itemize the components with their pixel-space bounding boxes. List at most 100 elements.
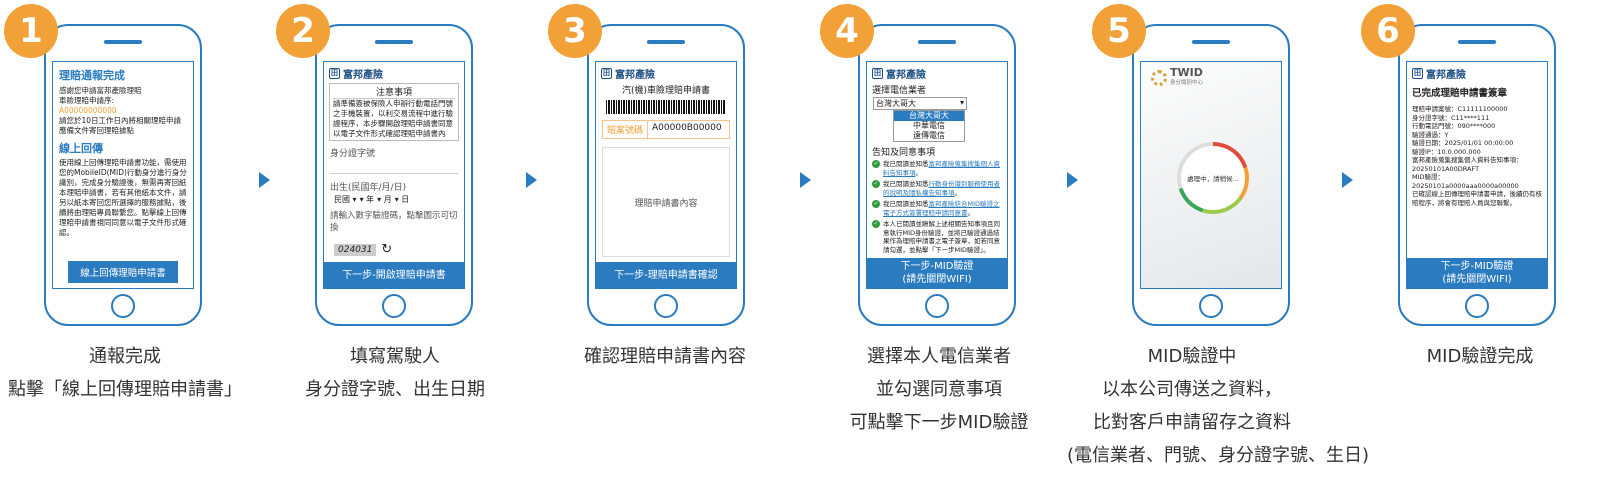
phone-screen: 理賠通報完成 感謝您申請富邦產險理賠 車險理賠申請序: A00000000000… [52,61,194,289]
button-label: 下一步-理賠申請書確認 [614,269,718,281]
confirm-claim-form-button[interactable]: 下一步-理賠申請書確認 [596,262,736,288]
step-4: 田富邦產險 選擇電信業者 台灣大哥大▾ 台灣大哥大 中華電信 遠傳電信 告知及同… [820,0,1052,487]
consent-item[interactable]: ✓ 我已閱讀並知悉行動身份識別服務使用者的說明及隱私權告知事項。 [872,180,1002,197]
loading-text: 處理中，請稍候... [1187,175,1239,183]
consent-item[interactable]: ✓ 我已閱讀並知悉富邦產險蒐集搜集個人資料告知事項。 [872,160,1002,177]
dob-month: 月 [383,195,392,204]
doc-title: 汽(機)車險理賠申請書 [621,86,711,96]
dob-era-select[interactable]: 民國 ▾ [334,195,357,204]
chevron-down-icon: ▾ [959,98,964,107]
done-title: 已完成理賠申請書簽章 [1412,88,1508,99]
captcha-label: 請輸入數字驗證碼，點擊圖示可切換 [330,211,458,233]
step-1: 理賠通報完成 感謝您申請富邦產險理賠 車險理賠申請序: A00000000000… [0,0,242,487]
captcha-image[interactable]: 024031 [334,243,377,256]
carrier-option[interactable]: 遠傳電信 [913,131,945,140]
arrow-right-icon [1067,172,1078,188]
phone-frame: 田富邦產險 注意事項 請準備簽被保險人申辦行動電話門號之手機裝置，以利交易流程中… [315,24,473,326]
check-icon: ✓ [872,200,880,208]
carrier-option[interactable]: 中華電信 [913,121,945,130]
screen-text: 車險理賠申請序: [59,96,115,105]
phone-speaker [918,40,956,44]
notice-box: 注意事項 請準備簽被保險人申辦行動電話門號之手機裝置，以利交易流程中進行驗證程序… [329,83,459,141]
dob-day-select[interactable]: ▾ 日 [394,195,410,204]
carrier-label: 選擇電信業者 [872,86,927,96]
barcode [606,100,726,114]
phone-screen: 田富邦產險 汽(機)車險理賠申請書 賠案號碼 A00000B00000 理賠申請… [595,61,737,289]
consent-link[interactable]: 行動身份識別服務使用者的說明及隱私權告知事項 [883,180,1000,197]
step-2: 田富邦產險 注意事項 請準備簽被保險人申辦行動電話門號之手機裝置，以利交易流程中… [276,0,500,487]
upload-claim-button[interactable]: 線上回傳理賠申請書 [68,261,178,283]
result-line: 驗證IP：10.0.000.000 [1412,147,1481,156]
case-row: 賠案號碼 A00000B00000 [602,120,730,139]
step-number-badge: 4 [820,4,874,58]
dob-label: 出生(民國年/月/日) [330,183,407,193]
caption-line: 以本公司傳送之資料， [1102,379,1282,400]
mid-verify-button[interactable]: 下一步-MID驗證 (請先關閉WIFI) [867,258,1007,288]
screen-text: 感謝您申請富邦產險理賠 [59,86,142,95]
check-icon: ✓ [872,220,880,228]
dob-year-select[interactable]: ▾ 年 [359,195,375,204]
twid-subtitle: 身分識別中心 [1170,80,1204,86]
result-line: 行動電話門號：090****000 [1412,122,1496,130]
step-caption: 填寫駕駛人 身分證字號、出生日期 [290,340,500,406]
check-icon: ✓ [872,160,880,168]
phone-speaker [104,40,142,44]
dob-era: 民國 [334,195,350,204]
twid-logo: TWID 身分識別中心 [1141,62,1281,94]
dob-day: 日 [401,195,410,204]
home-button [1465,294,1489,318]
arrow-right-icon [526,172,537,188]
step-3: 田富邦產險 汽(機)車險理賠申請書 賠案號碼 A00000B00000 理賠申請… [548,0,770,487]
id-input[interactable] [330,161,458,174]
result-line: 已確認線上回傳理賠申請書申請，後續仍有核賠程序，將會有理賠人員與您聯繫。 [1412,190,1542,207]
screen-heading: 線上回傳 [59,142,103,155]
logo-text: 富邦產險 [343,70,383,81]
check-icon: ✓ [872,180,880,188]
phone-speaker [375,40,413,44]
notice-body: 請準備簽被保險人申辦行動電話門號之手機裝置，以利交易流程中進行驗證程序，本步驟開… [333,99,453,138]
consent-item[interactable]: ✓ 本人已閱讀並瞭解上述相關告知事項且同意執行MID身份驗證，並將已驗證通過結果… [872,220,1002,254]
home-button [925,294,949,318]
consent-prefix: 我已閱讀並知悉 [883,200,929,208]
button-sublabel: (請先關閉WIFI) [1442,274,1512,285]
result-line: 20250101a0000aaa0000a00000 [1412,181,1519,190]
phone-screen: 田富邦產險 已完成理賠申請書簽章 理賠申請案號：C11111100000 身分證… [1406,61,1548,289]
serial-number: A00000000000 [59,106,117,115]
content-label: 理賠申請書內容 [634,198,698,209]
button-label: 下一步-MID驗證 [1440,261,1514,272]
button-label: 下一步-MID驗證 [900,261,974,272]
consent-link[interactable]: 富邦產險蒐集搜集個人資料告知事項 [883,160,1000,177]
result-line: 理賠申請案號：C11111100000 [1412,105,1508,113]
result-line: 富邦產險蒐集搜集個人資料告知事項：20250101A00DRAFT [1412,156,1523,173]
arrow-right-icon [800,172,811,188]
dob-row: 民國 ▾ ▾ 年 ▾ 月 ▾ 日 [334,194,454,205]
phone-screen: 田富邦產險 選擇電信業者 台灣大哥大▾ 台灣大哥大 中華電信 遠傳電信 告知及同… [866,61,1008,289]
dob-month-select[interactable]: ▾ 月 [377,195,392,204]
caption-line: 比對客戶申請留存之資料 [1093,412,1291,433]
carrier-select[interactable]: 台灣大哥大 ▾ [873,97,967,110]
consent-text: 我已閱讀並知悉富邦產險結合MID驗證之電子方式簽署理賠申請同意書。 [883,200,1002,217]
phone-speaker [1458,40,1496,44]
home-button [654,294,678,318]
fubon-logo-icon: 田 [872,68,883,79]
consent-item[interactable]: ✓ 我已閱讀並知悉富邦產險結合MID驗證之電子方式簽署理賠申請同意書。 [872,200,1002,217]
consent-text: 我已閱讀並知悉行動身份識別服務使用者的說明及隱私權告知事項。 [883,180,1002,197]
mid-verify-button[interactable]: 下一步-MID驗證 (請先關閉WIFI) [1407,258,1547,288]
step-caption: 選擇本人電信業者 並勾選同意事項 可點擊下一步MID驗證 [834,340,1044,439]
case-label: 賠案號碼 [603,121,649,138]
arrow-right-icon [1342,172,1353,188]
fubon-logo: 田富邦產險 [596,62,736,83]
carrier-selected: 台灣大哥大 [876,99,916,108]
caption-line: 可點擊下一步MID驗證 [849,412,1029,433]
result-line: MID驗證： [1412,173,1445,181]
consent-prefix: 我已閱讀並知悉 [883,160,929,168]
carrier-option[interactable]: 台灣大哥大 [894,111,964,121]
spinner-center: 處理中，請稍候... [1181,146,1245,210]
open-claim-form-button[interactable]: 下一步-開啟理賠申請書 [324,262,464,288]
claim-content-box[interactable]: 理賠申請書內容 [602,147,730,257]
refresh-icon[interactable]: ↻ [381,242,393,257]
phone-frame: 田富邦產險 已完成理賠申請書簽章 理賠申請案號：C11111100000 身分證… [1398,24,1556,326]
consent-link[interactable]: 富邦產險結合MID驗證之電子方式簽署理賠申請同意書 [883,200,1000,217]
fubon-logo: 田富邦產險 [1407,62,1547,83]
consent-suffix: 。 [915,168,923,177]
